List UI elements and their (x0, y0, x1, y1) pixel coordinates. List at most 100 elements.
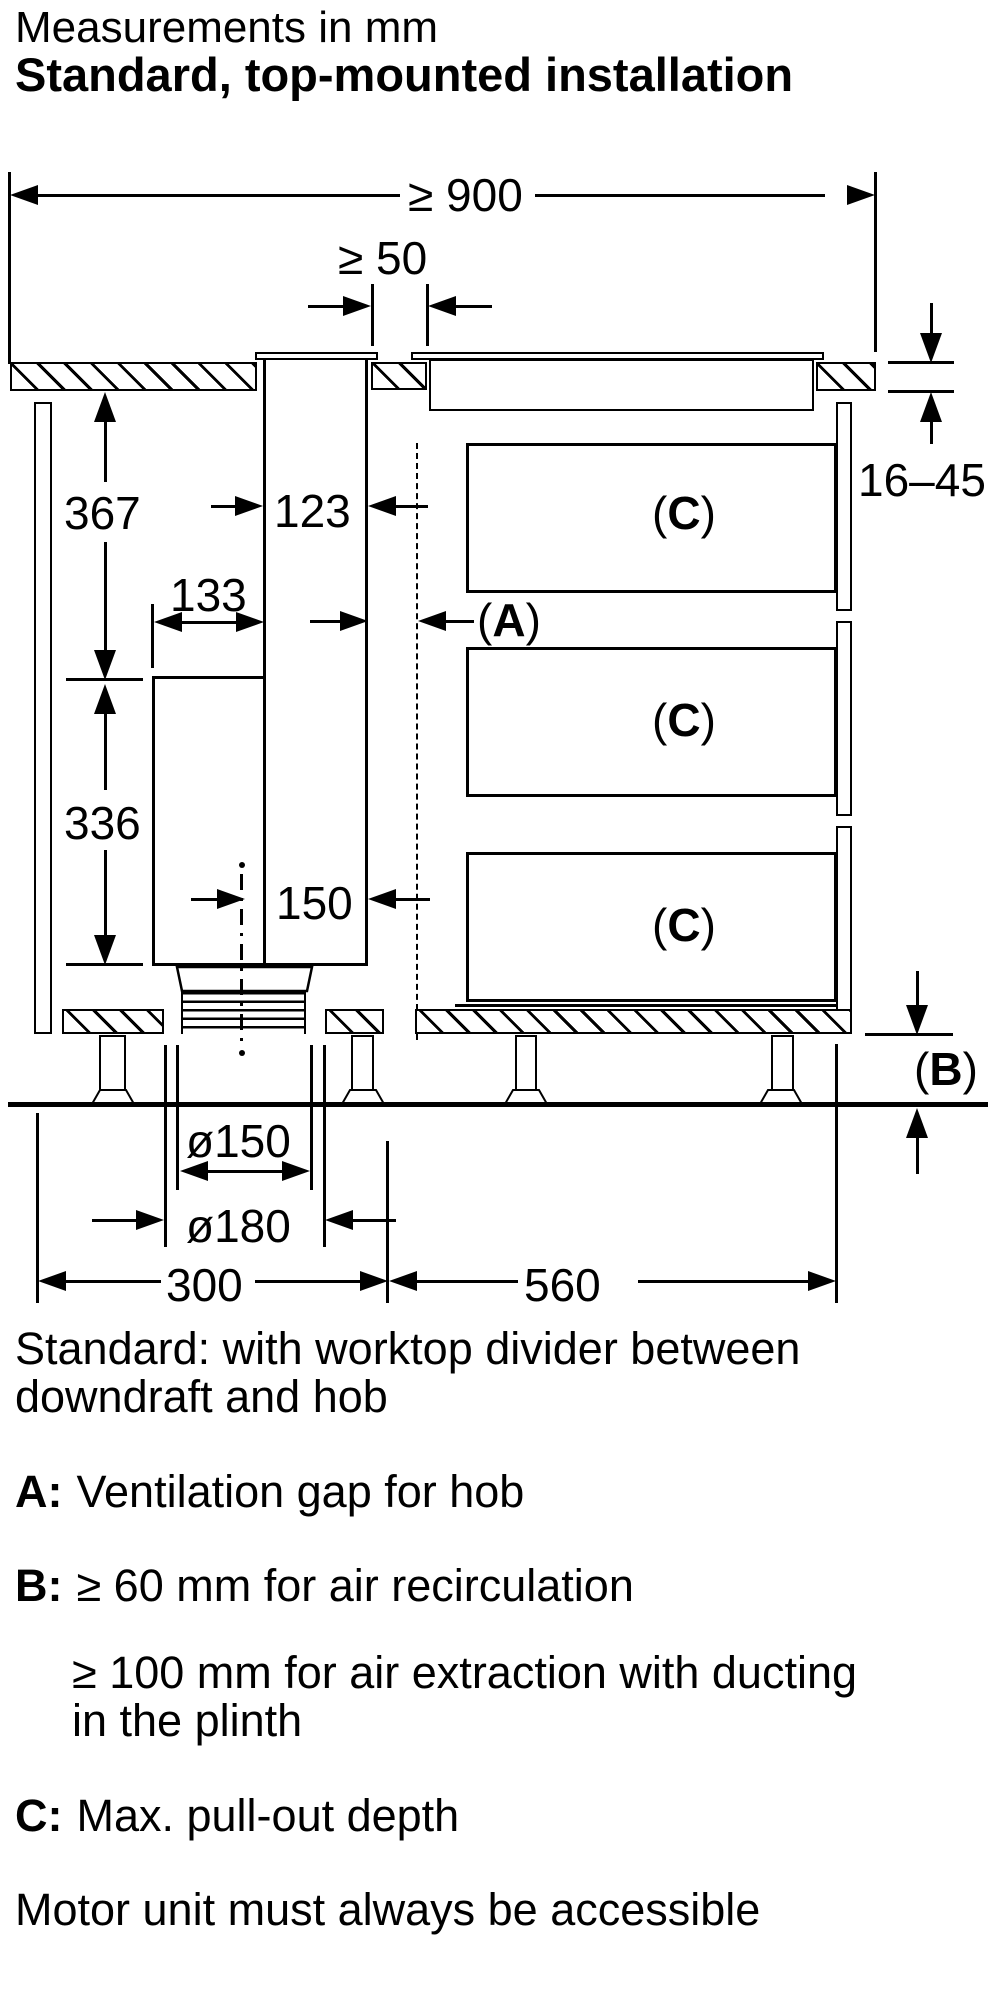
arrowhead (94, 392, 116, 422)
extension-line-left (8, 172, 11, 364)
arrowhead (906, 1005, 928, 1035)
legend-motor-note: Motor unit must always be accessible (15, 1884, 761, 1935)
arrowhead (136, 1210, 164, 1230)
dim-line (308, 305, 345, 308)
extension-line (835, 1044, 838, 1303)
label-a: (A) (477, 594, 541, 646)
label-c-3: (C) (652, 899, 716, 951)
tick-line (888, 390, 954, 393)
unit-bottom (152, 963, 368, 966)
arrowhead (94, 684, 116, 714)
worktop-divider (371, 362, 427, 390)
duct-wall-left (263, 359, 266, 966)
plinth-right (415, 1009, 852, 1034)
motor-housing-left (152, 676, 155, 966)
arrowhead (418, 611, 446, 631)
diagram-title: Standard, top-mounted installation (15, 48, 794, 101)
motor-housing-top (152, 676, 266, 679)
extension-line (151, 604, 154, 668)
dim-line (535, 194, 825, 197)
arrowhead (10, 185, 38, 205)
extension-line (310, 1045, 313, 1190)
extension-line (36, 1113, 39, 1303)
right-side-panel-seg3 (836, 826, 852, 1034)
outlet-flange (175, 965, 314, 993)
dim-top-height: 367 (64, 487, 141, 539)
extension-line (176, 1045, 179, 1190)
arrowhead (180, 1161, 208, 1181)
extension-line (164, 1045, 167, 1247)
arrowhead (217, 889, 245, 909)
floor-line (8, 1102, 988, 1107)
dim-line (310, 620, 342, 623)
arrowhead (360, 1271, 388, 1291)
dim-line (396, 505, 428, 508)
dim-total-width: ≥ 900 (408, 169, 523, 221)
label-b: (B) (914, 1043, 978, 1095)
outlet-ribbed-connector (181, 992, 306, 1034)
extension-line (371, 284, 374, 346)
dim-outlet-offset: 150 (276, 877, 353, 929)
dim-line (415, 1280, 518, 1283)
extension-line (426, 284, 429, 346)
dim-line (353, 1219, 396, 1222)
extension-line (386, 1141, 389, 1303)
arrowhead (920, 392, 942, 422)
downdraft-top-trim (255, 352, 378, 360)
dim-plinth-cutout: ø180 (186, 1200, 291, 1252)
foot-shaft (771, 1035, 794, 1093)
dim-line (104, 420, 107, 482)
cabinet-bottom-line (455, 1004, 837, 1007)
arrowhead (906, 1108, 928, 1138)
legend-b2-line2: in the plinth (72, 1695, 303, 1746)
foot-shaft (515, 1035, 537, 1093)
tick-line (888, 361, 954, 364)
dim-worktop-thickness: 16–45 (858, 454, 986, 506)
legend-c: C:Max. pull-out depth (15, 1790, 460, 1841)
dim-line (456, 305, 492, 308)
drawer-box-1 (466, 443, 837, 593)
duct-wall-right (365, 359, 368, 966)
arrowhead (389, 1271, 417, 1291)
dim-line (916, 1136, 919, 1174)
dim-line (255, 1280, 362, 1283)
dim-line (446, 620, 474, 623)
dim-line (104, 542, 107, 652)
arrowhead (154, 612, 182, 632)
plinth-mid (325, 1009, 384, 1034)
centerline-dot (239, 862, 245, 868)
arrowhead (325, 1210, 353, 1230)
foot-shaft (99, 1035, 126, 1093)
dim-duct-diameter: ø150 (186, 1115, 291, 1167)
right-side-panel-seg1 (836, 402, 852, 611)
tick-line (865, 1033, 953, 1036)
dim-line (38, 194, 400, 197)
dim-line (211, 505, 237, 508)
dim-line (64, 1280, 161, 1283)
dim-bottom-height: 336 (64, 797, 141, 849)
label-c-2: (C) (652, 694, 716, 746)
legend-b2-line1: ≥ 100 mm for air extraction with ducting (72, 1647, 858, 1698)
centerline-dot (239, 1050, 245, 1056)
plinth-left (62, 1009, 164, 1034)
dim-line (92, 1219, 138, 1222)
arrowhead (94, 650, 116, 680)
dim-line (930, 420, 933, 444)
worktop-right (816, 362, 876, 391)
dim-motor-width: 133 (170, 569, 247, 621)
arrowhead (808, 1271, 836, 1291)
arrowhead (235, 496, 263, 516)
label-c-1: (C) (652, 487, 716, 539)
worktop-left (10, 362, 257, 391)
extension-line (323, 1045, 326, 1247)
arrowhead (340, 611, 368, 631)
arrowhead (282, 1161, 310, 1181)
legend-standard-line2: downdraft and hob (15, 1371, 388, 1422)
left-side-panel (34, 402, 52, 1034)
dim-line (104, 712, 107, 790)
arrowhead (236, 612, 264, 632)
drawer-box-2 (466, 647, 837, 797)
right-side-panel-seg2 (836, 621, 852, 816)
dim-left-width: 300 (166, 1259, 243, 1311)
